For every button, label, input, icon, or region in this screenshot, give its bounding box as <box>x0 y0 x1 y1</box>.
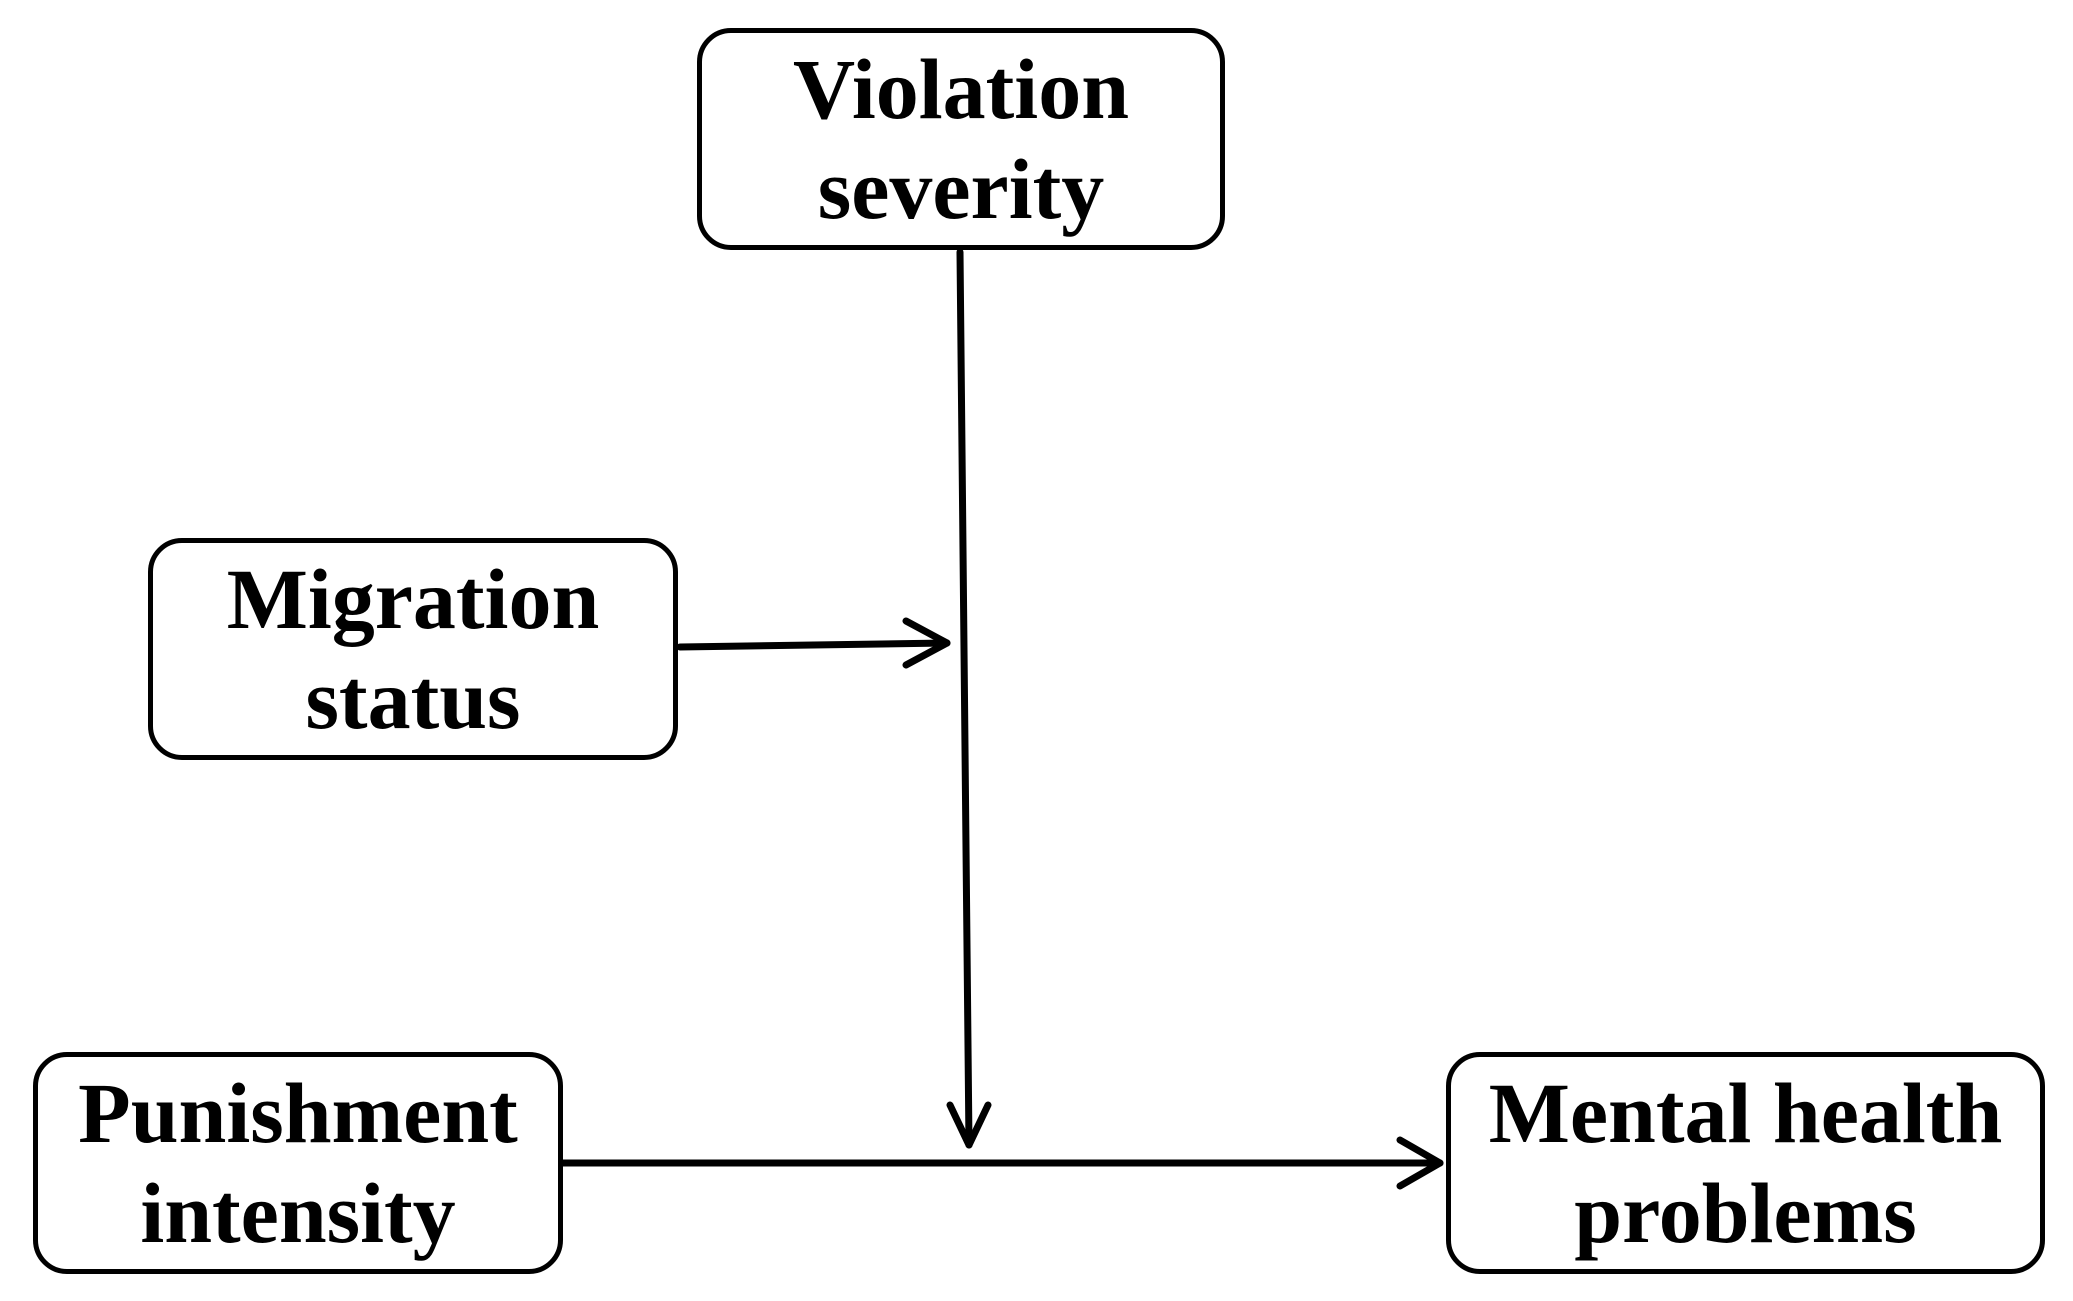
node-violation-severity: Violation severity <box>697 28 1225 250</box>
node-migration-status: Migration status <box>148 538 678 760</box>
node-mental-health-problems-line1: Mental health <box>1488 1065 2003 1161</box>
arrowhead-migration-to-path <box>902 617 951 669</box>
node-punishment-intensity: Punishment intensity <box>33 1052 563 1274</box>
node-mental-health-problems-line2: problems <box>1574 1165 1917 1261</box>
arrowhead-violation-to-path <box>946 1101 992 1149</box>
node-punishment-intensity-line1: Punishment <box>78 1065 518 1161</box>
node-violation-severity-line2: severity <box>817 141 1105 237</box>
node-violation-severity-line1: Violation <box>792 41 1130 137</box>
arrowhead-punishment-to-mental <box>1396 1136 1444 1190</box>
node-mental-health-problems: Mental health problems <box>1446 1052 2045 1274</box>
node-migration-status-line1: Migration <box>226 551 600 647</box>
node-migration-status-line2: status <box>305 651 521 747</box>
edge-violation-to-path <box>956 248 973 1149</box>
edge-migration-to-path <box>676 639 951 651</box>
node-punishment-intensity-line2: intensity <box>140 1165 456 1261</box>
